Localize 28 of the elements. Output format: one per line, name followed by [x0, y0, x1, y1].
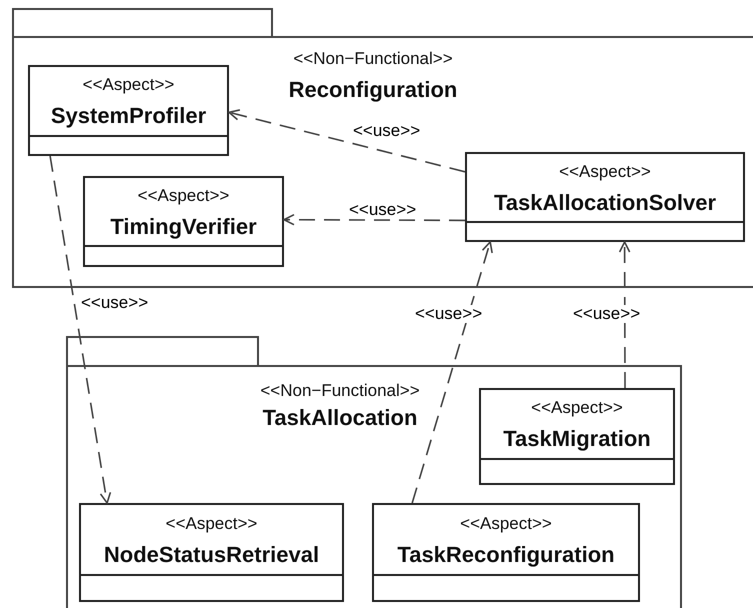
class-name: TaskReconfiguration [397, 542, 615, 568]
class-name: TimingVerifier [110, 214, 257, 240]
class-box [465, 152, 745, 242]
class-box [479, 388, 675, 485]
edge-label: <<use>> [572, 305, 642, 323]
class-name: SystemProfiler [50, 103, 206, 130]
edge-label: <<use>> [414, 305, 484, 323]
package-name: Reconfiguration [288, 78, 458, 102]
stereotype-label: <<Aspect>> [559, 162, 651, 182]
class-name: NodeStatusRetrieval [104, 542, 320, 568]
dependency-arrow [411, 241, 493, 504]
dependency-arrow [49, 156, 112, 504]
stereotype-label: <<Aspect>> [82, 75, 174, 96]
dependency-arrow [228, 109, 466, 173]
stereotype-label: <<Aspect>> [460, 514, 552, 534]
class-box [83, 176, 284, 267]
stereotype-label: <<Aspect>> [138, 186, 230, 206]
class-name: TaskMigration [503, 426, 651, 452]
class-name: TaskAllocationSolver [494, 190, 716, 216]
stereotype-label: <<Aspect>> [166, 514, 258, 534]
class-box [372, 503, 640, 602]
dependency-arrow [283, 214, 465, 226]
class-box [28, 65, 229, 156]
package-frame [12, 8, 753, 288]
dependency-arrow [618, 241, 630, 388]
stereotype-label: <<Aspect>> [531, 398, 623, 418]
package-frame [66, 336, 682, 608]
class-box [79, 503, 344, 602]
